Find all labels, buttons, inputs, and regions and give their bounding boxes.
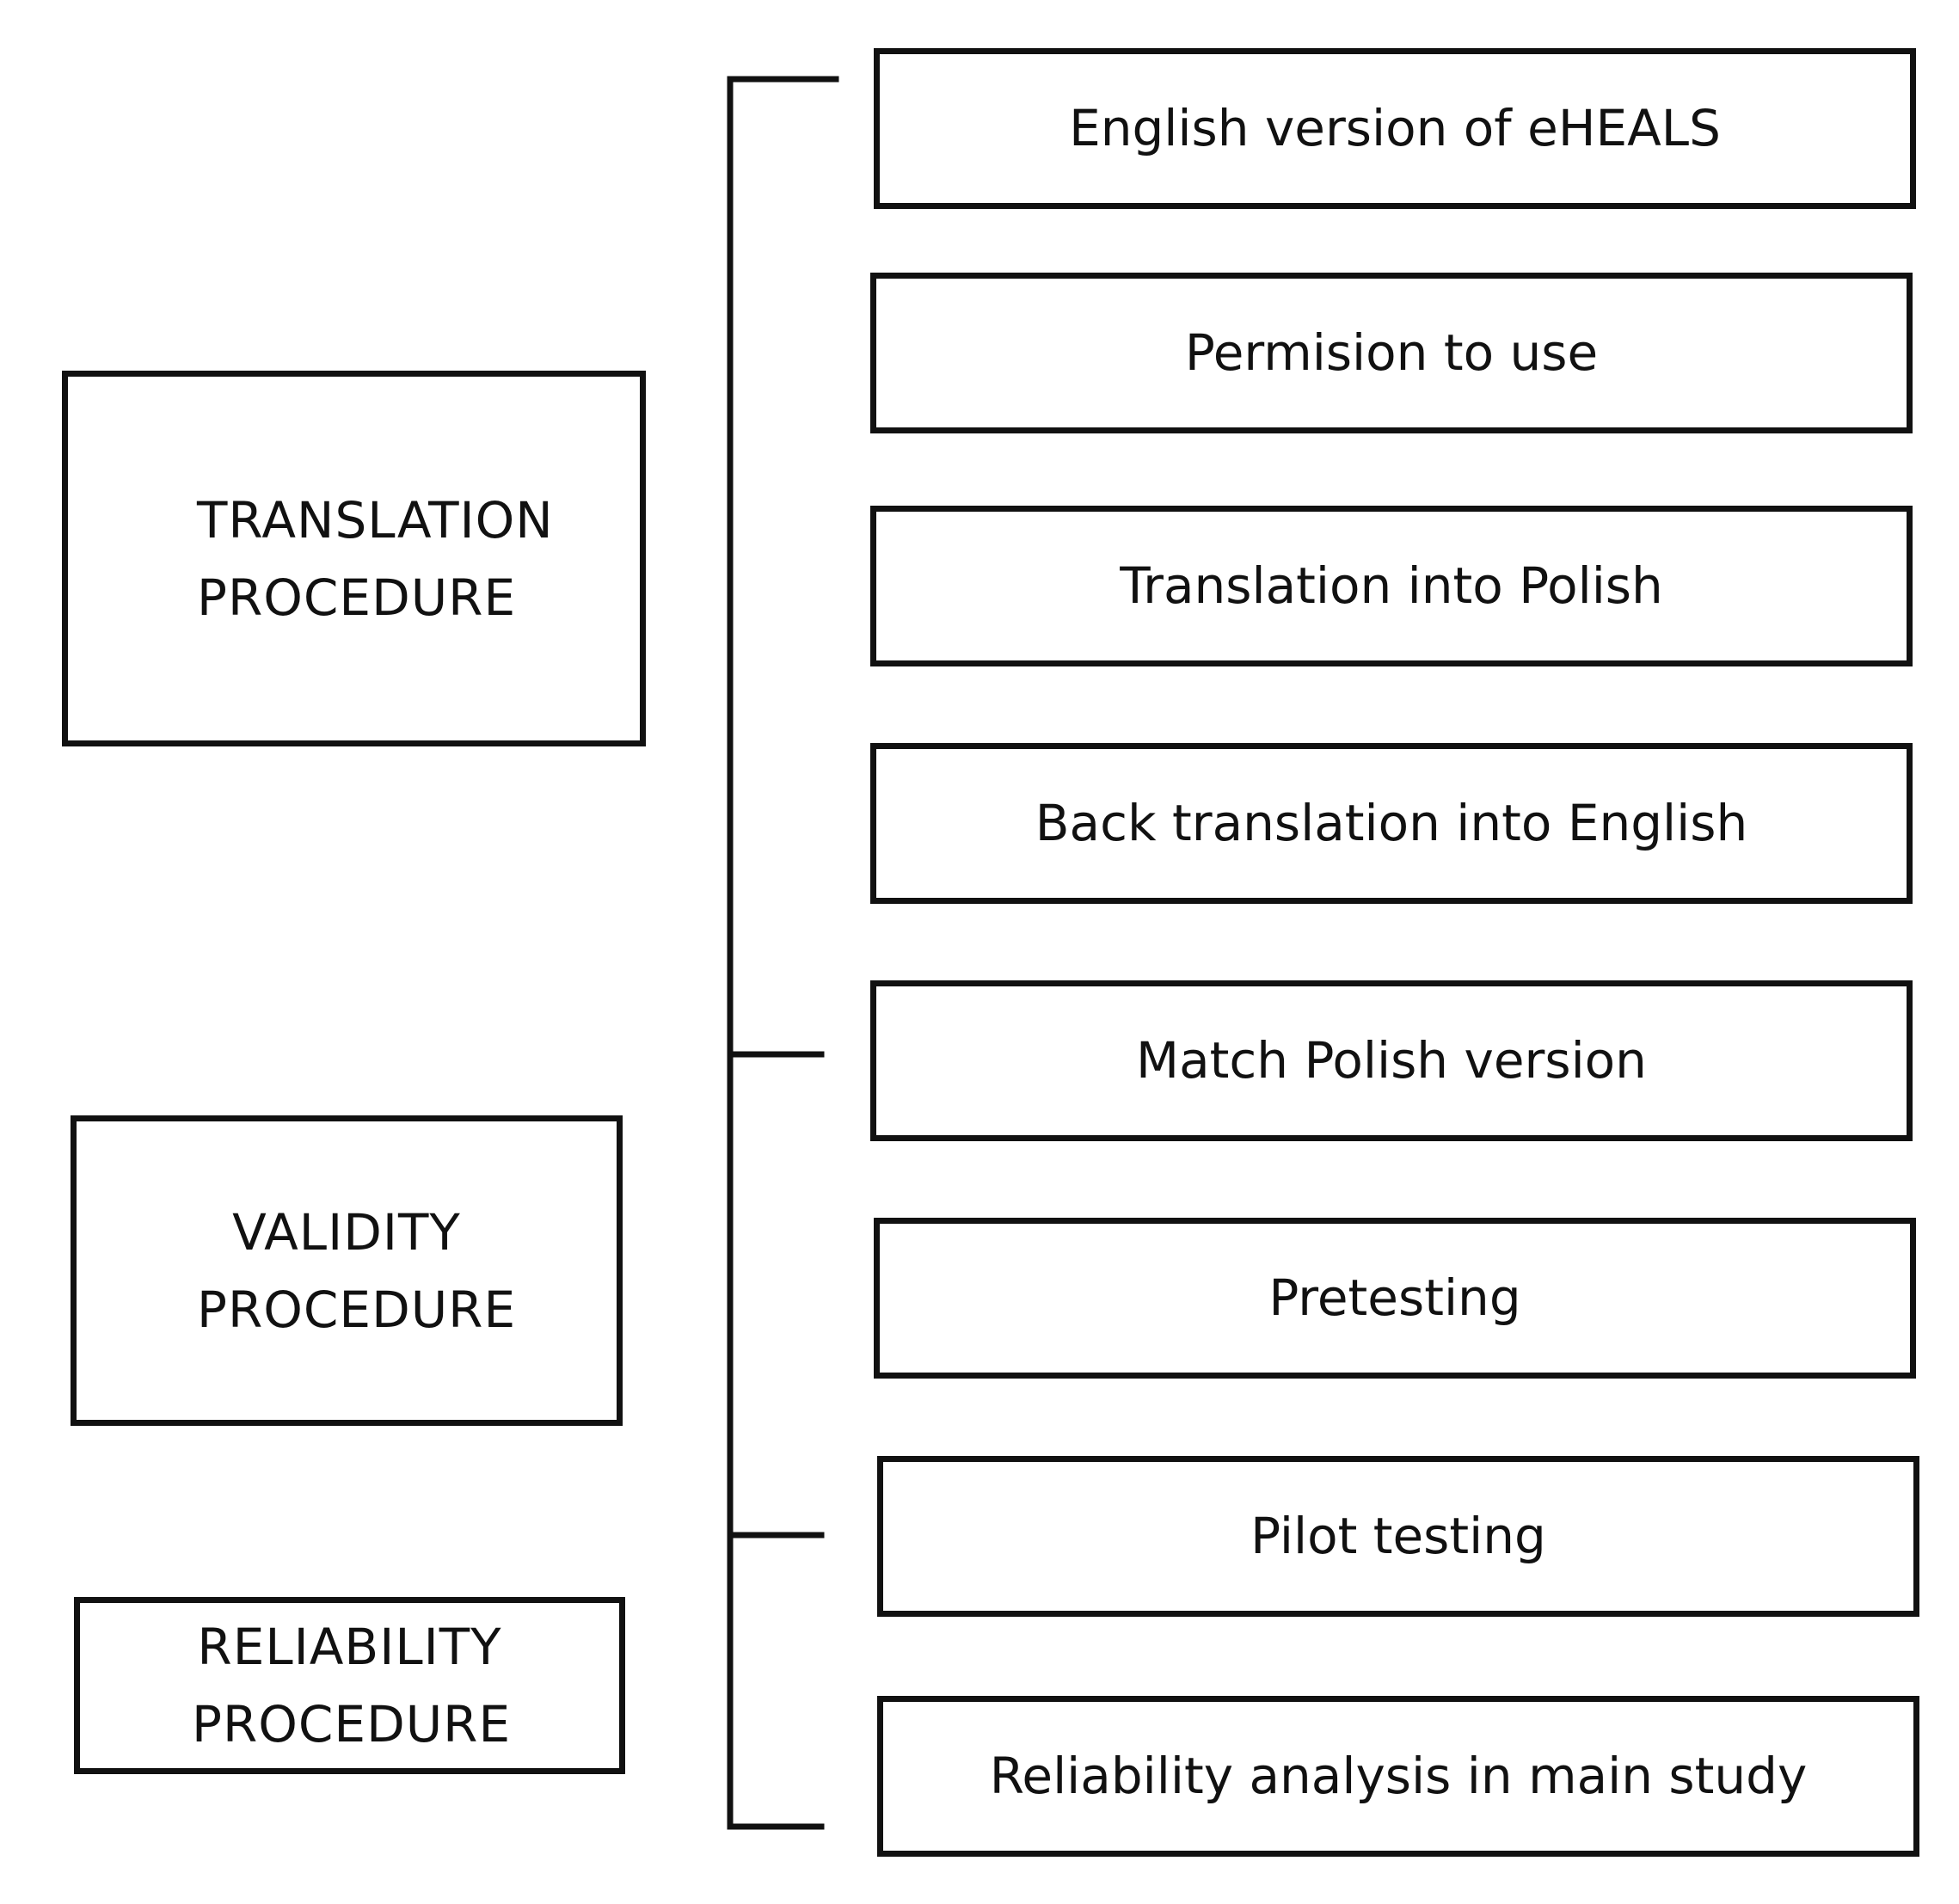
phase-label-reliability: RELIABILITY PROCEDURE [192, 1618, 512, 1754]
step-box-5: Match Polish version [870, 980, 1913, 1141]
phase-box-reliability: RELIABILITY PROCEDURE [74, 1597, 625, 1774]
step-box-2: Permision to use [870, 273, 1913, 433]
phase-label-validity: VALIDITY PROCEDURE [197, 1202, 517, 1339]
step-box-3: Translation into Polish [870, 506, 1913, 666]
step-label-1: English version of eHEALS [1069, 98, 1721, 157]
phase-box-validity: VALIDITY PROCEDURE [71, 1115, 623, 1426]
step-label-6: Pretesting [1268, 1268, 1521, 1327]
step-box-4: Back translation into English [870, 743, 1913, 904]
step-box-6: Pretesting [874, 1218, 1916, 1379]
phase-label-translation: TRANSLATION PROCEDURE [197, 490, 554, 627]
step-box-7: Pilot testing [877, 1456, 1919, 1617]
step-label-8: Reliability analysis in main study [989, 1746, 1808, 1805]
step-label-7: Pilot testing [1250, 1506, 1546, 1565]
step-box-1: English version of eHEALS [874, 48, 1916, 209]
step-label-4: Back translation into English [1035, 793, 1748, 852]
step-label-3: Translation into Polish [1120, 556, 1663, 615]
step-label-2: Permision to use [1184, 322, 1599, 382]
phase-box-translation: TRANSLATION PROCEDURE [62, 371, 646, 746]
step-label-5: Match Polish version [1136, 1030, 1647, 1090]
step-box-8: Reliability analysis in main study [877, 1696, 1919, 1857]
